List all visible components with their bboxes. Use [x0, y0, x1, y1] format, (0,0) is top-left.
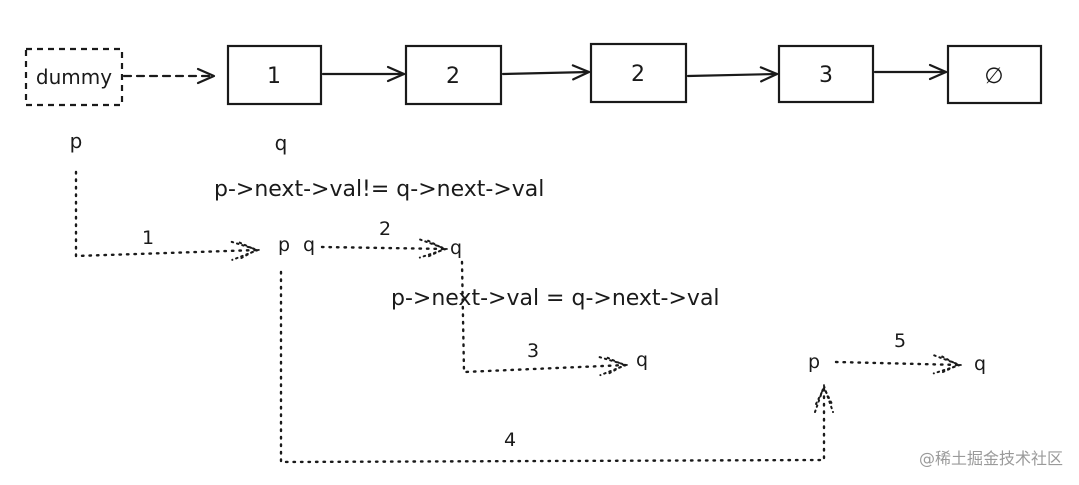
pointer-p-step5: p [808, 351, 820, 373]
node-dummy-label: dummy [36, 65, 112, 89]
step2-label: 2 [379, 218, 391, 240]
node-2b-label: 2 [631, 62, 645, 87]
step5-label: 5 [894, 330, 906, 352]
link-2b-to-3 [686, 66, 779, 83]
pointer-q-step2: q [450, 237, 462, 259]
pointer-q-step1: q [303, 234, 315, 256]
node-3: 3 [777, 44, 875, 104]
node-2b: 2 [589, 42, 688, 104]
step3-path [460, 260, 626, 372]
node-null-label: ∅ [984, 64, 1003, 89]
pointer-p-step1: p [278, 234, 290, 256]
node-null: ∅ [946, 44, 1043, 105]
pointer-q-initial: q [275, 131, 288, 155]
node-3-label: 3 [819, 63, 833, 88]
watermark-text: @稀土掘金技术社区 [918, 449, 1063, 468]
step4-label: 4 [504, 429, 516, 451]
pointer-p-initial: p [70, 129, 83, 153]
node-2a-label: 2 [446, 64, 460, 89]
condition-equal: p->next->val = q->next->val [391, 286, 720, 311]
pointer-q-step3: q [636, 349, 648, 371]
node-1-label: 1 [267, 64, 281, 89]
step2-path [320, 247, 446, 249]
step1-path [74, 170, 258, 256]
step5-path [834, 362, 960, 365]
step1-label: 1 [142, 227, 154, 249]
node-1: 1 [226, 44, 323, 106]
condition-not-equal: p->next->val!= q->next->val [214, 177, 544, 202]
pointer-q-step5: q [974, 353, 986, 375]
node-2a: 2 [404, 44, 503, 106]
link-2a-to-2b [501, 64, 591, 81]
step3-label: 3 [527, 340, 539, 362]
node-dummy: dummy [24, 47, 124, 107]
